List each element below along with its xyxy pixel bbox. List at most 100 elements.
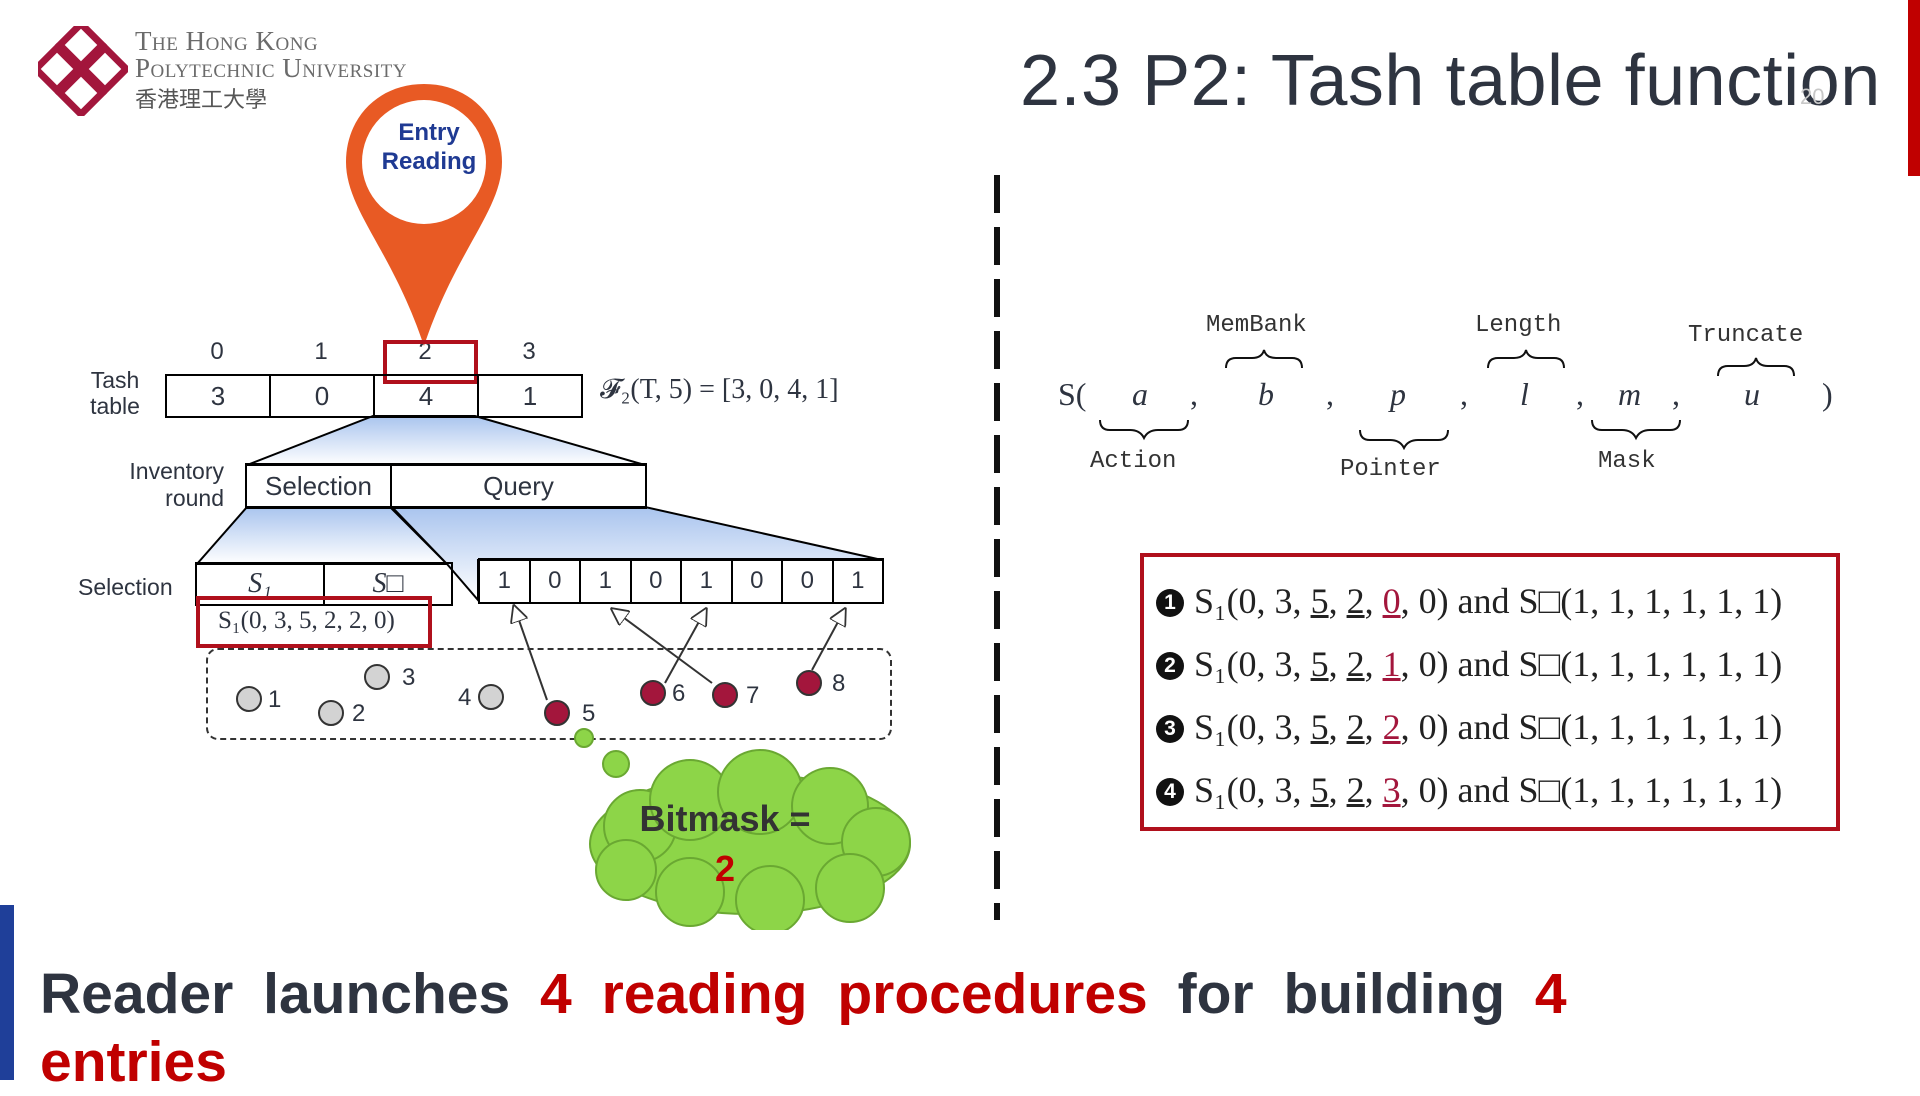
cmd-pointer: 5: [1310, 581, 1329, 621]
accent-bar-left: [0, 905, 14, 1080]
s1-expression-highlight: [196, 596, 432, 648]
caption-highlight: 4: [1534, 962, 1567, 1026]
tash-index: 2: [418, 338, 432, 365]
bitmask-value: 2: [714, 848, 736, 889]
struct-comma: ,: [1460, 376, 1468, 412]
tag-dot-selected: [796, 670, 822, 696]
tag-number: 1: [268, 686, 282, 713]
cmd-mask: 1: [1382, 644, 1401, 684]
struct-comma: ,: [1326, 376, 1334, 412]
inventory-query-cell: Query: [483, 471, 554, 501]
struct-comma: ,: [1672, 376, 1680, 412]
caption-word: building: [1283, 962, 1506, 1026]
university-logo: The Hong Kong Polytechnic University 香港理…: [38, 26, 498, 126]
tash-cell: 1: [522, 381, 538, 411]
struct-suffix: ): [1822, 376, 1833, 412]
cmd-mask: 3: [1382, 770, 1401, 810]
step-number-icon: 4: [1156, 778, 1184, 806]
vertical-dashed-divider: [994, 175, 1000, 920]
pin-label-line-1: Entry: [398, 119, 460, 146]
summary-caption: Reader launches 4 reading procedures for…: [40, 960, 1740, 1096]
tash-table: 3 0 4 1: [165, 374, 583, 418]
tash-to-round-connector: [246, 415, 646, 466]
caption-word: Reader: [40, 962, 234, 1026]
bit-cell: 1: [581, 560, 632, 602]
logo-line-1: The Hong Kong: [135, 26, 319, 56]
tash-cell: 0: [271, 376, 375, 416]
struct-prefix: S(: [1058, 376, 1087, 412]
selection-label: Selection: [78, 574, 173, 600]
tash-label-line-2: table: [90, 393, 140, 419]
logo-line-2: Polytechnic University: [135, 53, 408, 83]
cmd-length: 2: [1346, 770, 1365, 810]
pin-label: Entry Reading: [366, 118, 492, 176]
cmd-suffix: , 0) and S□(1, 1, 1, 1, 1, 1): [1400, 644, 1783, 684]
struct-p: p: [1390, 376, 1406, 412]
bit-array: 1 0 1 0 1 0 0 1: [478, 558, 884, 604]
bit-cell: 1: [851, 567, 865, 594]
tag-number: 2: [352, 700, 366, 727]
pin-label-line-2: Reading: [381, 148, 477, 175]
label-action: Action: [1090, 448, 1177, 475]
caption-highlight: procedures: [837, 962, 1148, 1026]
inventory-label-line-1: Inventory: [129, 458, 224, 484]
tash-cell: 4: [375, 376, 479, 416]
inventory-selection-cell: Selection: [247, 465, 392, 507]
cmd-prefix: S₁(0, 3,: [1194, 581, 1311, 621]
tag-number: 6: [672, 680, 686, 707]
tag-population-region: [206, 648, 892, 740]
brace-under-p: [1359, 429, 1449, 450]
highlight-index-box: [383, 340, 478, 384]
label-membank: MemBank: [1206, 312, 1307, 339]
tag8-arrow: [811, 609, 845, 671]
tash-index: 3: [522, 338, 536, 365]
slide-title: 2.3 P2: Tash table function: [1020, 41, 1881, 121]
tag-number: 4: [458, 684, 472, 711]
location-pin-icon: [346, 84, 502, 346]
tash-cell: 3: [167, 376, 271, 416]
caption-highlight: entries: [40, 1030, 227, 1094]
s1-expression: S₁(0, 3, 5, 2, 2, 0): [218, 607, 395, 634]
cmd-pointer: 5: [1310, 644, 1329, 684]
brace-over-u: [1717, 357, 1795, 377]
cmd-pointer: 5: [1310, 770, 1329, 810]
inventory-round-label: Inventory round: [100, 458, 224, 512]
cmd-suffix: , 0) and S□(1, 1, 1, 1, 1, 1): [1400, 707, 1783, 747]
tag-dot-selected: [640, 680, 666, 706]
brace-over-l: [1487, 349, 1565, 369]
tag6-arrow: [664, 609, 706, 684]
tag-number: 7: [746, 682, 760, 709]
page-number: 20: [1800, 84, 1825, 109]
tash-label-line-1: Tash: [90, 367, 140, 393]
tag7-arrow: [612, 609, 713, 684]
tag-number: 8: [832, 670, 846, 697]
cmd-mask: 2: [1382, 707, 1401, 747]
cmd-suffix: , 0) and S□(1, 1, 1, 1, 1, 1): [1400, 581, 1783, 621]
cmd-mask: 0: [1382, 581, 1401, 621]
step-number-icon: 1: [1156, 589, 1184, 617]
inventory-label-line-2: round: [165, 485, 224, 511]
cmd-length: 2: [1346, 581, 1365, 621]
label-truncate: Truncate: [1688, 322, 1804, 349]
caption-highlight: 4: [540, 962, 572, 1026]
selection-row: S₁ S□: [195, 562, 453, 606]
tash-index: 0: [210, 338, 224, 365]
bitmask-label: Bitmask =: [639, 798, 811, 839]
sbox-cell: S□: [372, 568, 404, 599]
accent-bar-right: [1908, 0, 1920, 176]
inventory-round-row: Selection Query: [245, 463, 647, 509]
tash-index: 1: [314, 338, 328, 365]
struct-comma: ,: [1576, 376, 1584, 412]
thought-cloud-icon: [574, 728, 911, 930]
struct-m: m: [1618, 376, 1642, 412]
label-mask: Mask: [1598, 448, 1656, 475]
tag-dot-selected: [712, 682, 738, 708]
bit-cell: 0: [632, 560, 682, 602]
cmd-length: 2: [1346, 707, 1365, 747]
struct-b: b: [1258, 376, 1274, 412]
tag-number: 5: [582, 700, 596, 727]
tag5-arrow: [514, 606, 548, 701]
